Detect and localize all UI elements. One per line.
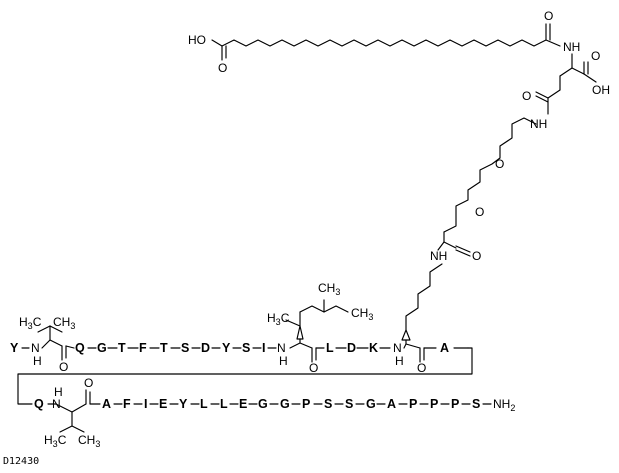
residue-20: A [102, 397, 111, 411]
leu-oxygen-label: O [309, 361, 318, 375]
residue-14: D [347, 341, 356, 355]
residue-24: Y [179, 397, 188, 411]
peptide-row-1: N H O N H O Y Q G T F T S D Y S I L D K … [10, 339, 469, 375]
residue-38: S [472, 397, 480, 411]
residue-22: I [144, 397, 147, 411]
residue-13: L [326, 341, 334, 355]
aib2-n-label: N [52, 397, 61, 411]
amide-nh-label: NH [563, 40, 580, 54]
acid-oxygen-label: O [591, 49, 600, 63]
residue-36: P [430, 397, 438, 411]
peptide-row-2: Q A F I E Y L L E G G P S S G A P P P S … [34, 397, 515, 413]
residue-21: F [123, 397, 131, 411]
amide2-oxygen-label: O [472, 249, 481, 263]
residue-37: P [451, 397, 459, 411]
aib1-n-label: N [31, 341, 40, 355]
residue-4: T [118, 341, 126, 355]
residue-15: K [369, 341, 378, 355]
residue-29: G [280, 397, 290, 411]
lys-oxygen-label: O [417, 361, 426, 375]
residue-9: Y [222, 341, 231, 355]
residue-8: D [201, 341, 210, 355]
amide-oxygen-label: O [544, 9, 553, 23]
residue-3: G [97, 341, 107, 355]
residue-33: G [366, 397, 376, 411]
residue-18: Q [34, 397, 44, 411]
linker-oxygen-label: O [522, 89, 531, 103]
aib2-oxygen-label: O [84, 376, 93, 390]
aib-residue-bottom: H N O H3C CH3 [44, 376, 101, 449]
carbonyl-oxygen-label: O [218, 61, 227, 75]
leu-ch3-right: CH3 [351, 306, 373, 322]
residue-10: S [242, 341, 250, 355]
c-terminal-amide-label: NH2 [493, 397, 515, 413]
residue-32: S [345, 397, 353, 411]
residue-7: S [181, 341, 189, 355]
leu-nh-n: N [277, 341, 286, 355]
residue-11: I [262, 341, 265, 355]
residue-5: F [139, 341, 147, 355]
linker-nh-label: NH [530, 117, 547, 131]
fatty-acid-chain: HO O O NH [188, 9, 580, 75]
aib1-ch3-label: CH3 [53, 315, 75, 331]
chain-connector [17, 347, 473, 405]
residue-27: E [239, 397, 247, 411]
residue-31: S [324, 397, 332, 411]
leu-ch3-top: CH3 [318, 281, 340, 297]
lys-nh-n: N [393, 341, 402, 355]
peg-spacer: O O O NH [430, 117, 537, 263]
lys-nh-h: H [395, 354, 404, 368]
residue-6: T [160, 341, 168, 355]
residue-2: Q [75, 341, 85, 355]
residue-23: E [159, 397, 167, 411]
acid-hydroxyl-label: OH [592, 83, 610, 97]
residue-30: P [302, 397, 310, 411]
residue-26: L [220, 397, 228, 411]
hydroxyl-label: HO [188, 33, 206, 47]
residue-34: A [387, 397, 396, 411]
aib1-h-label: H [33, 354, 42, 368]
aib2-h3c-label: H3C [44, 433, 67, 449]
residue-25: L [200, 397, 208, 411]
leu-nh-h: H [279, 354, 288, 368]
aib2-ch3-label: CH3 [78, 433, 100, 449]
ether-oxygen-2-label: O [475, 205, 484, 219]
residue-17: A [440, 341, 449, 355]
structure-code: D12430 [3, 456, 39, 467]
lysine-side-chain [401, 263, 443, 345]
amide2-nh-label: NH [430, 249, 447, 263]
leu-h3c-label: H3C [267, 311, 290, 327]
aib2-h-label: H [54, 385, 63, 399]
residue-1: Y [10, 341, 19, 355]
residue-28: G [258, 397, 268, 411]
ether-oxygen-1-label: O [495, 157, 504, 171]
alpha-methyl-leucine: CH3 CH3 H3C [267, 281, 373, 344]
glutamic-acid-linker: O OH O NH [522, 49, 610, 131]
aib1-h3c-label: H3C [19, 315, 42, 331]
aib-residue-top: H3C CH3 O N H [19, 315, 75, 374]
residue-35: P [409, 397, 417, 411]
aib1-oxygen-label: O [59, 360, 68, 374]
